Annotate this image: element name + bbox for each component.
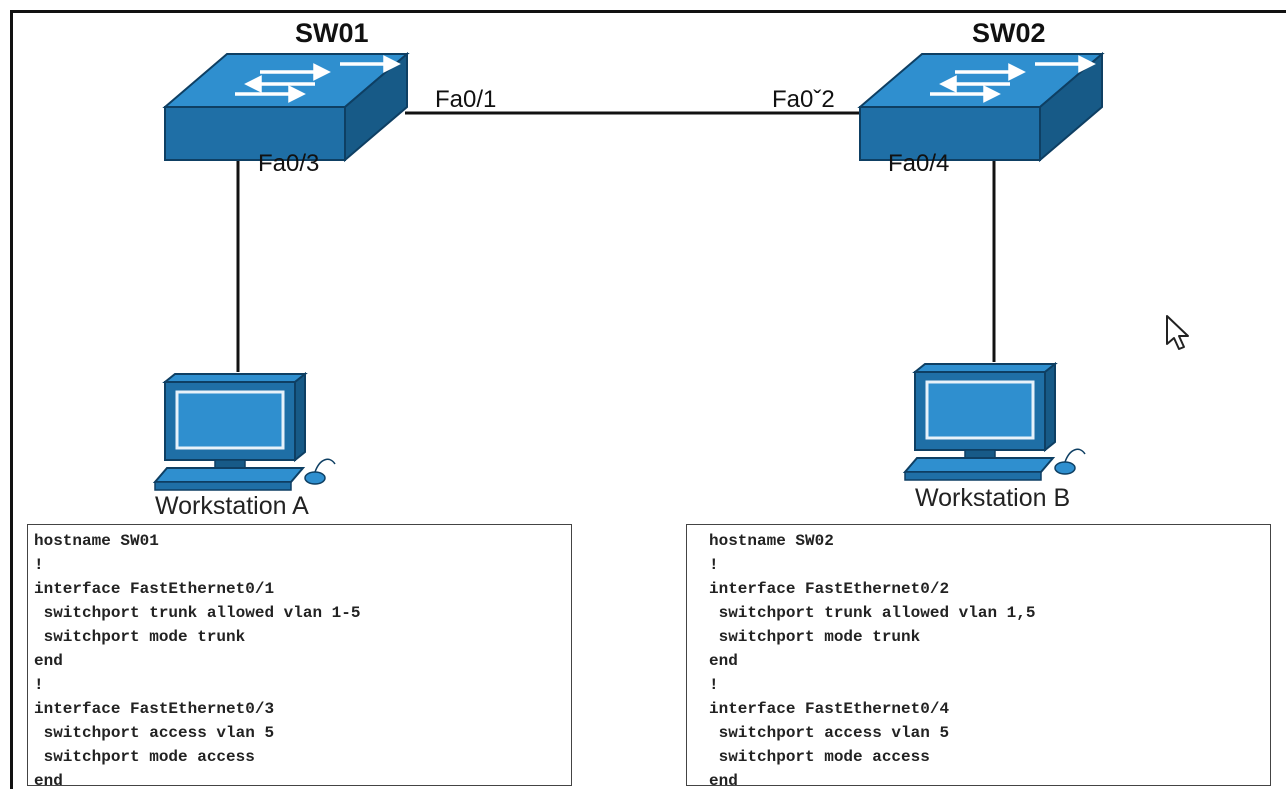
config-line: interface FastEthernet0/3 bbox=[34, 700, 275, 718]
config-line: interface FastEthernet0/1 bbox=[34, 580, 275, 598]
workstation-b-label: Workstation B bbox=[915, 484, 1071, 512]
config-line: hostname SW01 bbox=[34, 532, 159, 550]
config-line: ! bbox=[709, 676, 719, 694]
sw01-access-port-label: Fa0/3 bbox=[258, 150, 320, 177]
sw02-label: SW02 bbox=[972, 18, 1046, 48]
sw02-access-port-label: Fa0/4 bbox=[888, 150, 950, 177]
sw01-config-box: hostname SW01 ! interface FastEthernet0/… bbox=[27, 524, 572, 790]
config-line: switchport mode access bbox=[34, 748, 255, 766]
config-line: switchport access vlan 5 bbox=[34, 724, 275, 742]
config-line: end bbox=[34, 652, 63, 670]
config-line: ! bbox=[34, 676, 44, 694]
config-line: switchport trunk allowed vlan 1,5 bbox=[709, 604, 1036, 622]
sw01-switch-icon bbox=[163, 52, 409, 162]
config-line: hostname SW02 bbox=[709, 532, 834, 550]
config-line: switchport trunk allowed vlan 1-5 bbox=[34, 604, 361, 622]
sw01-label: SW01 bbox=[295, 18, 369, 48]
config-line: ! bbox=[709, 556, 719, 574]
sw01-uplink-port-label: Fa0/1 bbox=[435, 86, 497, 113]
config-line: end bbox=[709, 652, 738, 670]
config-line: end bbox=[34, 772, 63, 790]
config-line: switchport mode trunk bbox=[709, 628, 921, 646]
workstation-b-icon bbox=[903, 362, 1087, 482]
config-line: interface FastEthernet0/4 bbox=[709, 700, 950, 718]
sw02-switch-icon bbox=[858, 52, 1104, 162]
config-line: ! bbox=[34, 556, 44, 574]
config-line: switchport access vlan 5 bbox=[709, 724, 950, 742]
config-line: switchport mode access bbox=[709, 748, 930, 766]
sw02-config-box: hostname SW02 ! interface FastEthernet0/… bbox=[686, 524, 1271, 790]
sw02-uplink-port-label: Fa0ˇ2 bbox=[772, 86, 835, 113]
config-line: switchport mode trunk bbox=[34, 628, 246, 646]
config-line: end bbox=[709, 772, 738, 790]
diagram-frame bbox=[10, 10, 1286, 789]
workstation-a-icon bbox=[153, 372, 337, 492]
workstation-a-label: Workstation A bbox=[155, 492, 309, 520]
mouse-pointer-icon bbox=[1166, 315, 1189, 350]
config-line: interface FastEthernet0/2 bbox=[709, 580, 950, 598]
